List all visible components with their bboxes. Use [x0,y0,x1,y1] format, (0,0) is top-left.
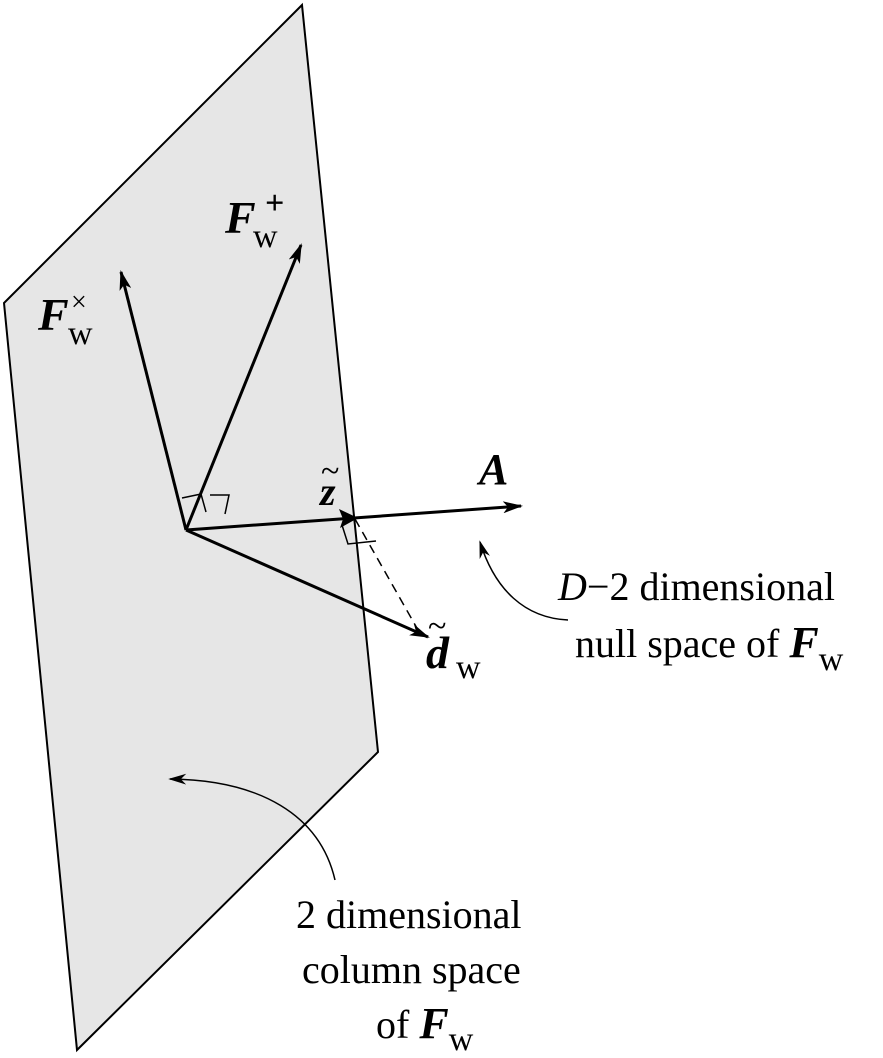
vector-d-tilde-arrow [185,528,430,639]
label-f-plus: F + w [224,185,288,255]
right-angle-marker [341,524,377,545]
column-space-line-3: of Fw [376,999,474,1058]
column-space-plane [2,2,380,1053]
column-space-line-2: column space [302,947,521,992]
null-space-line-2: null space of Fw [575,618,844,678]
column-space-line-1: 2 dimensional [296,892,522,937]
right-angle-marker [210,494,230,515]
null-space-pointer-arrow [479,540,569,621]
vector-f-cross-arrow [119,270,188,531]
projection-dashed-line [354,518,419,631]
column-space-pointer-arrow [168,773,336,881]
null-space-line-1: D−2 dimensional [557,564,835,609]
label-z-tilde: z ~ [318,453,340,514]
label-a: A [476,445,508,494]
vector-f-plus-arrow [184,243,303,531]
vector-z-tilde-arrowhead [339,509,358,528]
label-f-cross: F × w [37,287,93,352]
label-d-tilde: d w ~ [426,608,485,686]
